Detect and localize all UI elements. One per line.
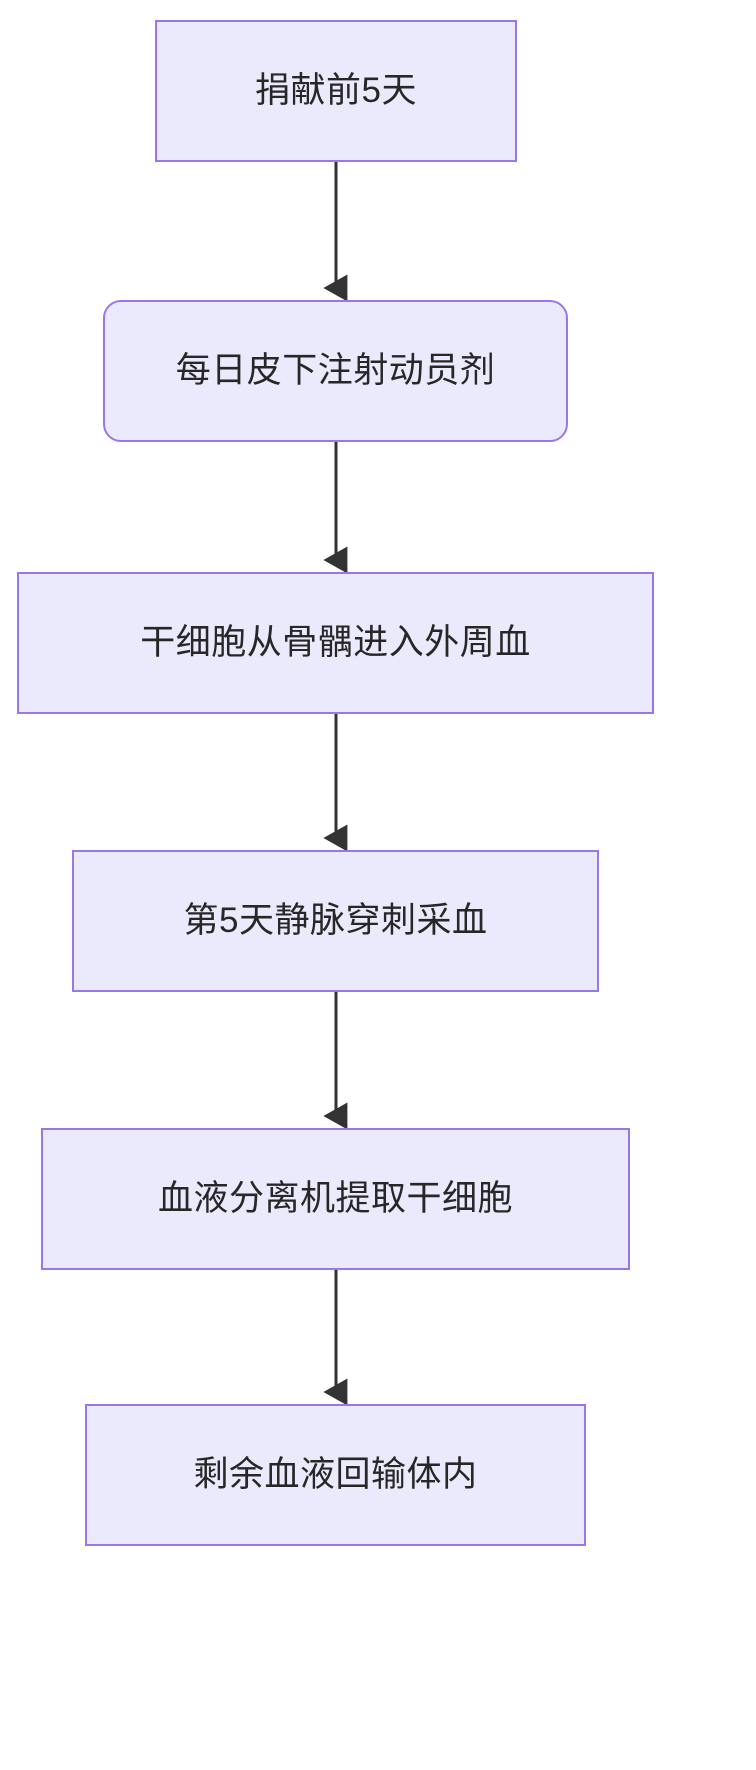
flow-node-label: 干细胞从骨髃进入外周血 <box>140 623 531 663</box>
flow-node-daily-subcutaneous-injection[interactable]: 每日皮下注射动员剂 <box>103 300 568 442</box>
flow-node-label: 血液分离机提取干细胞 <box>157 1179 513 1219</box>
flow-node-label: 捐献前5天 <box>255 71 417 111</box>
flow-node-label: 剩余血液回输体内 <box>193 1455 478 1495</box>
flow-node-label: 每日皮下注射动员剂 <box>175 351 496 391</box>
flow-node-return-remaining-blood[interactable]: 剩余血液回输体内 <box>85 1404 586 1546</box>
flow-node-stem-cells-enter-blood[interactable]: 干细胞从骨髃进入外周血 <box>17 572 654 714</box>
flow-node-label: 第5天静脉穿刺采血 <box>183 901 488 941</box>
flow-node-apheresis-machine-extraction[interactable]: 血液分离机提取干细胞 <box>41 1128 630 1270</box>
flow-node-donation-day-minus-5[interactable]: 捐献前5天 <box>155 20 517 162</box>
flow-node-day5-venipuncture[interactable]: 第5天静脉穿刺采血 <box>72 850 599 992</box>
